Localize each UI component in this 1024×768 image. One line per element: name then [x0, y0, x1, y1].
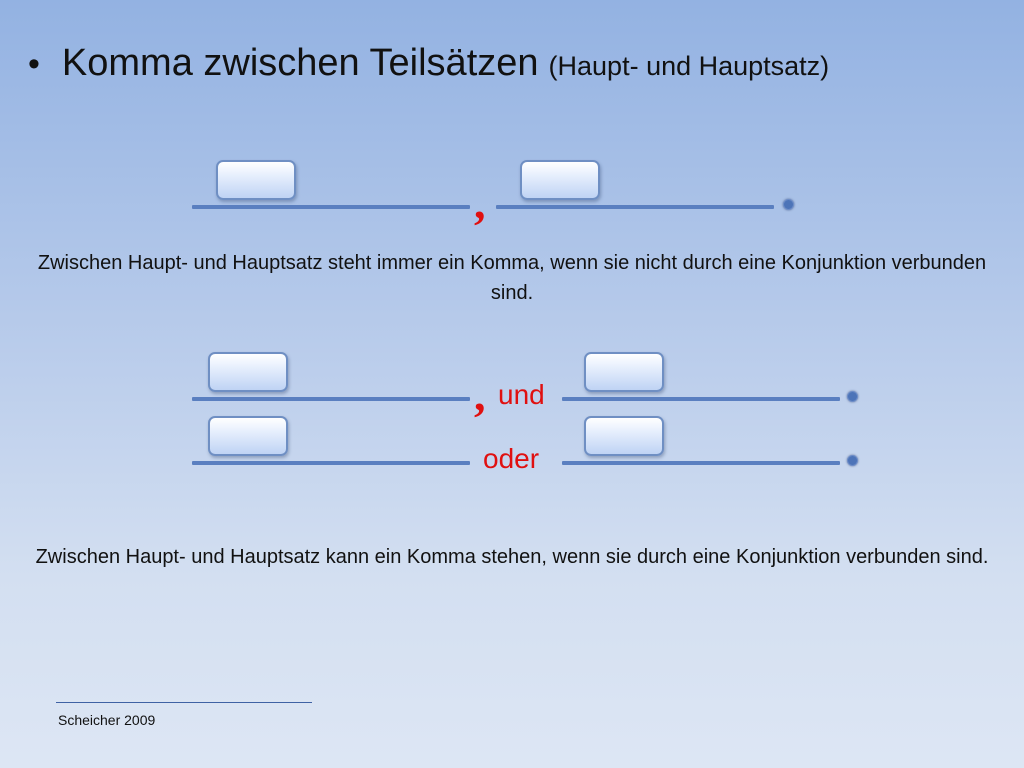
footer-divider: [56, 702, 312, 703]
comma-mark: ,: [474, 177, 486, 228]
clause-line-2: [496, 205, 774, 209]
clause-line-4: [562, 397, 840, 401]
footer-author: Scheicher 2009: [58, 712, 156, 728]
clause-line-3: [192, 397, 470, 401]
clause-line-5: [192, 461, 470, 465]
slide-title: • Komma zwischen Teilsätzen (Haupt- und …: [28, 44, 829, 82]
clause-box-6: [584, 416, 664, 456]
clause-box-3: [208, 352, 288, 392]
period-dot-3: [847, 455, 858, 466]
title-subtitle: (Haupt- und Hauptsatz): [548, 51, 830, 81]
clause-box-5: [208, 416, 288, 456]
clause-line-6: [562, 461, 840, 465]
clause-box-1: [216, 160, 296, 200]
clause-line-1: [192, 205, 470, 209]
conjunction-und: und: [498, 379, 545, 410]
clause-box-2: [520, 160, 600, 200]
description-1: Zwischen Haupt- und Hauptsatz steht imme…: [37, 252, 987, 304]
period-dot: [783, 199, 794, 210]
bullet-marker: •: [28, 45, 40, 83]
clause-box-4: [584, 352, 664, 392]
comma-mark-2: ,: [474, 369, 486, 420]
title-main: Komma zwischen Teilsätzen: [61, 42, 539, 84]
conjunction-oder: oder: [483, 443, 540, 474]
description-2: Zwischen Haupt- und Hauptsatz kann ein K…: [35, 546, 989, 568]
period-dot-2: [847, 391, 858, 402]
